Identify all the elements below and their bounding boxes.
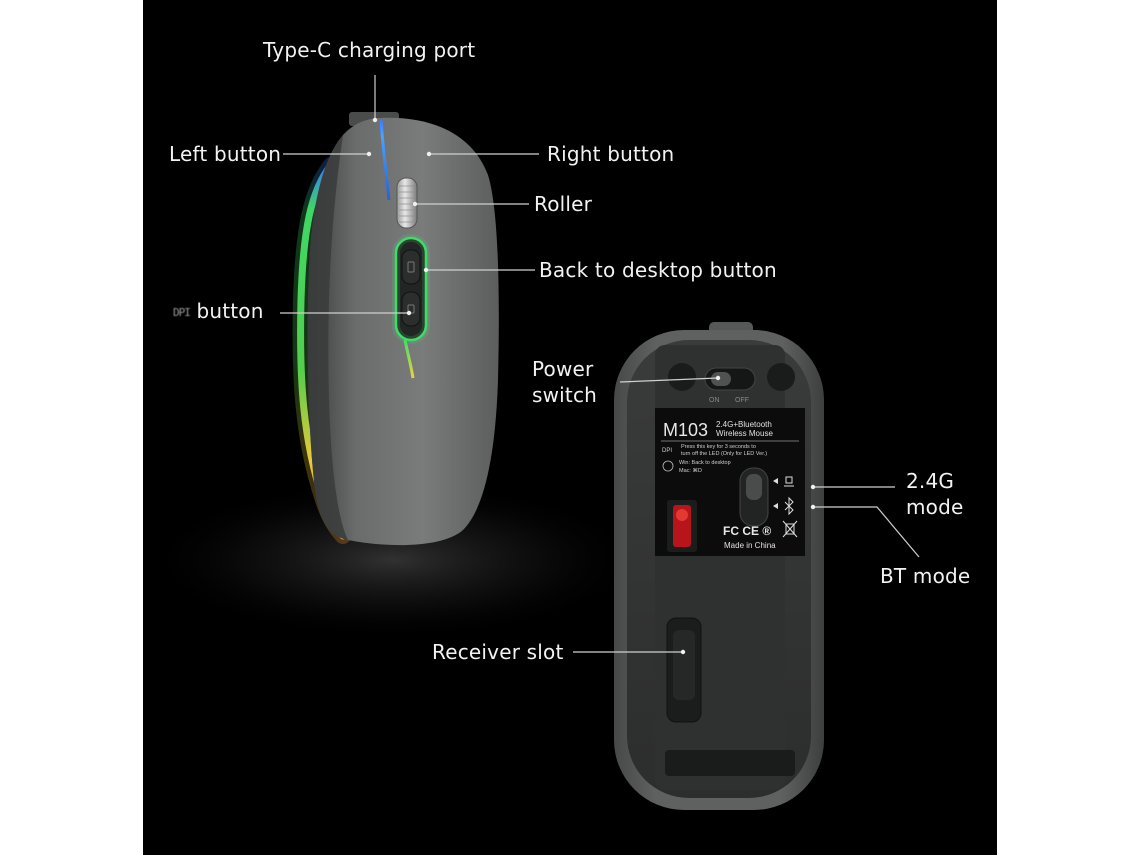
- label-dpi-suffix: button: [196, 299, 264, 323]
- desktop-key-icon: [662, 460, 674, 472]
- bluetooth-icon: [784, 496, 794, 516]
- label-dpi-blurred: DPI: [173, 305, 191, 319]
- label-charging-port: Type-C charging port: [263, 38, 476, 62]
- label-right-button: Right button: [547, 142, 675, 166]
- product-photo-stage: ON OFF M103 2.4G+Bluetooth Wireless Mous…: [143, 0, 997, 855]
- usb-icon: [784, 476, 794, 487]
- leader-lines: [280, 75, 920, 653]
- label-dpi-button: DPI button: [173, 298, 264, 326]
- mouse-bottom-view: ON OFF M103 2.4G+Bluetooth Wireless Mous…: [614, 322, 824, 810]
- label-bt-mode: BT mode: [880, 564, 971, 588]
- mouse-top-view: [292, 112, 499, 546]
- sticker-desc-2: Wireless Mouse: [716, 429, 773, 438]
- made-in: Made in China: [724, 541, 776, 550]
- sticker-led-2: turn off the LED (Only for LED Ver.): [681, 451, 767, 457]
- sticker-led-1: Press this key for 3 seconds to: [681, 444, 756, 450]
- power-switch-off-label: OFF: [735, 397, 749, 404]
- label-24g-mode: 2.4G mode: [906, 469, 964, 519]
- power-switch-on-label: ON: [709, 397, 720, 404]
- sticker-win: Win: Back to desktop: [679, 460, 731, 466]
- label-roller: Roller: [534, 192, 593, 216]
- sticker-model: M103: [663, 420, 708, 440]
- weee-bin-icon: [782, 520, 798, 538]
- label-receiver-slot: Receiver slot: [432, 640, 564, 664]
- sticker-mac: Mac: ⌘D: [679, 467, 702, 474]
- leader-dots: [366, 117, 816, 655]
- sticker-desc-1: 2.4G+Bluetooth: [716, 420, 772, 429]
- label-left-button: Left button: [169, 142, 282, 166]
- cert-marks: FC CE ®: [723, 524, 771, 538]
- label-back-to-desktop: Back to desktop button: [539, 258, 777, 282]
- label-power-switch: Power switch: [532, 357, 598, 407]
- sticker-dpi-tag: DPI: [662, 448, 672, 454]
- mouse-illustration: ON OFF M103 2.4G+Bluetooth Wireless Mous…: [143, 75, 920, 810]
